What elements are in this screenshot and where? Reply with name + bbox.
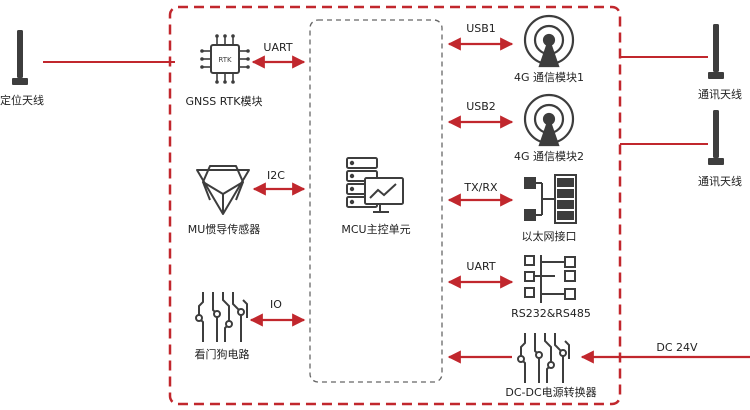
gnss-module-label: GNSS RTK模块: [186, 95, 263, 108]
uart-left-label: UART: [263, 41, 292, 54]
comm-antenna-2-icon: [708, 110, 724, 165]
dcdc-circuit-icon: [517, 333, 570, 383]
i2c-label: I2C: [267, 169, 285, 182]
io-label: IO: [270, 298, 282, 311]
modem2-signal-icon: [523, 93, 575, 147]
comm-antenna-2-label: 通讯天线: [698, 174, 742, 188]
positioning-antenna-icon: [12, 30, 28, 85]
ethernet-label: 以太网接口: [522, 230, 577, 243]
usb2-label: USB2: [466, 100, 496, 113]
ethernet-icon: [524, 174, 577, 224]
serial-bus-icon: [524, 255, 576, 303]
dcdc-label: DC-DC电源转换器: [505, 385, 596, 399]
modem1-label: 4G 通信模块1: [514, 71, 584, 84]
mcu-box: [309, 19, 443, 383]
comm-antenna-1-icon: [708, 24, 724, 79]
mcu-server-icon: [346, 157, 404, 213]
imu-sensor-label: MU惯导传感器: [188, 222, 261, 236]
gnss-chip-text: RTK: [218, 56, 232, 64]
mcu-label: MCU主控单元: [341, 222, 410, 236]
positioning-antenna-label: 定位天线: [0, 93, 44, 107]
serial-label: RS232&RS485: [511, 307, 591, 320]
comm-antenna-1-label: 通讯天线: [698, 87, 742, 101]
watchdog-circuit-icon: [195, 292, 248, 342]
modem1-signal-icon: [523, 14, 575, 68]
dc-input-label: DC 24V: [656, 341, 698, 354]
uart-right-label: UART: [466, 260, 495, 273]
usb1-label: USB1: [466, 22, 496, 35]
watchdog-label: 看门狗电路: [195, 347, 250, 361]
gnss-chip-icon: [200, 34, 250, 84]
modem2-label: 4G 通信模块2: [514, 150, 584, 163]
imu-sensor-icon: [196, 165, 250, 215]
board-boundary: [168, 5, 622, 406]
txrx-label: TX/RX: [463, 181, 498, 194]
